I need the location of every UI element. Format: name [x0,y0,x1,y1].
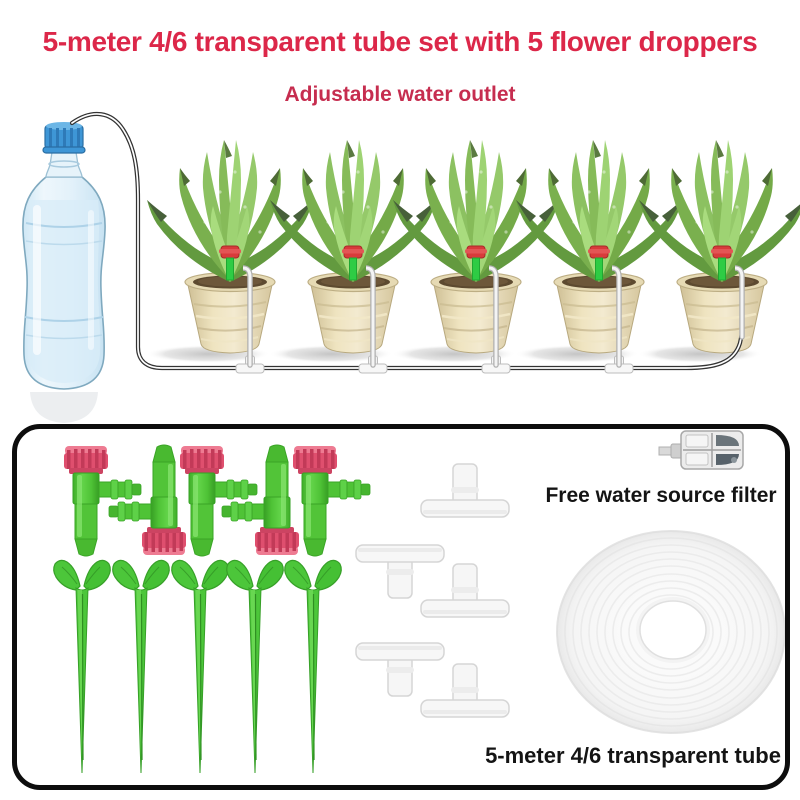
dripper-heads [218,245,734,281]
tee-connectors [355,463,510,718]
dripper-valves [63,444,371,557]
parts-panel: Free water source filter 5-meter 4/6 tra… [12,424,790,790]
drip-stakes [53,559,342,774]
tube-label: 5-meter 4/6 transparent tube [485,743,781,768]
drip-tube [69,111,745,371]
bottle-cap [42,122,86,154]
water-source-filter [658,430,744,470]
parts-illustration [53,430,785,774]
plant-pots [183,271,769,355]
filter-label: Free water source filter [545,484,777,507]
water-bottle [22,122,106,423]
irrigation-scene [22,111,800,423]
subtitle: Adjustable water outlet [284,83,516,106]
feeder-tubes [241,265,745,368]
tube-coil [556,530,785,734]
page-title: 5-meter 4/6 transparent tube set with 5 … [42,26,758,57]
